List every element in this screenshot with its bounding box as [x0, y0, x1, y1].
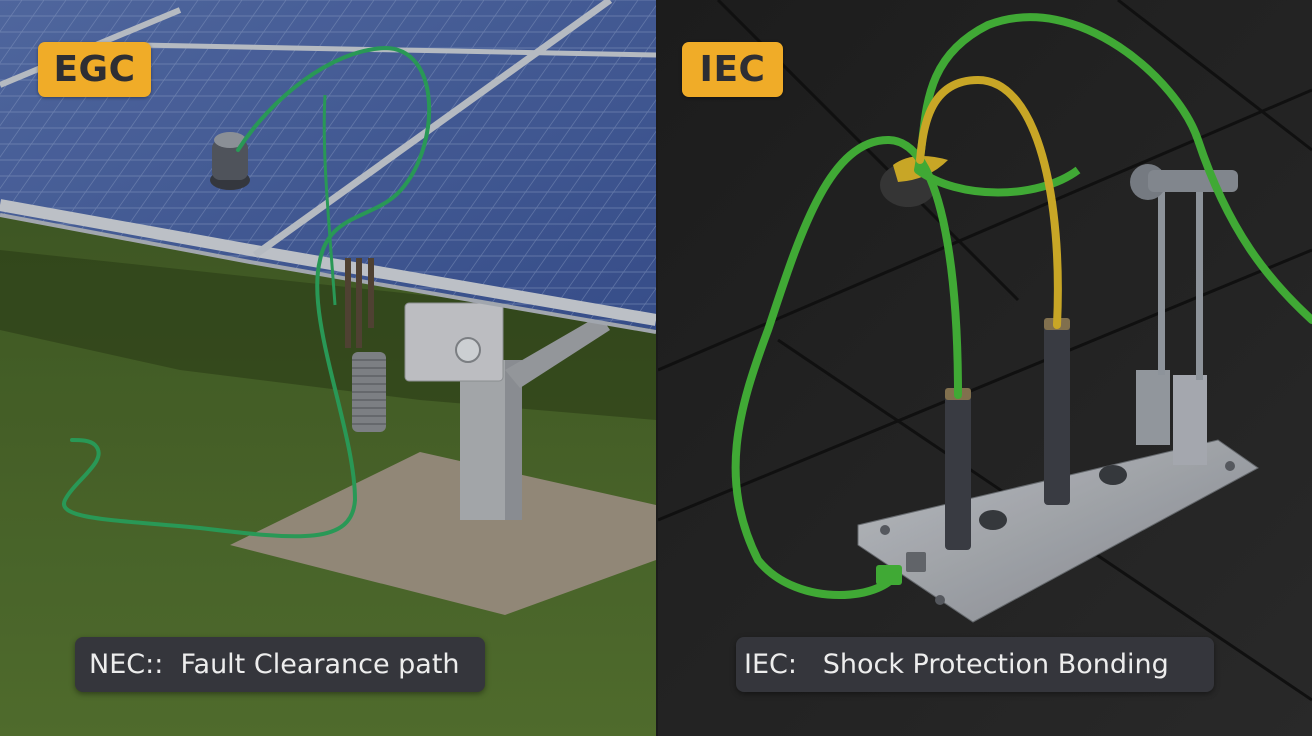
left-panel-egc: EGC NEC:: Fault Clearance path [0, 0, 656, 736]
iec-caption: IEC: Shock Protection Bonding [736, 637, 1214, 692]
panel-divider [656, 0, 658, 736]
solar-array-illustration [0, 0, 656, 736]
iec-badge: IEC [682, 42, 783, 97]
iec-badge-label: IEC [699, 49, 766, 90]
nec-caption: NEC:: Fault Clearance path [75, 637, 485, 692]
iec-caption-text: IEC: Shock Protection Bonding [744, 649, 1169, 680]
bonding-plate-illustration [658, 0, 1312, 736]
egc-badge-label: EGC [53, 49, 136, 90]
nec-caption-text: NEC:: Fault Clearance path [89, 649, 460, 680]
egc-badge: EGC [38, 42, 151, 97]
right-panel-iec: IEC IEC: Shock Protection Bonding [658, 0, 1312, 736]
